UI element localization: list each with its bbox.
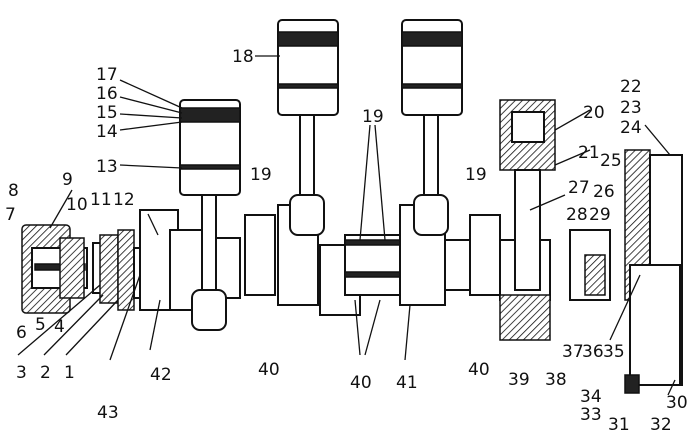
label-21: 21 [578,143,600,163]
label-9: 9 [62,170,73,190]
label-23: 23 [620,98,642,118]
label-34: 34 [580,387,602,407]
label-30: 30 [666,393,688,413]
piston-3 [401,19,463,236]
label-26: 26 [593,182,615,202]
part-labels: 1 2 3 4 5 6 7 8 9 10 11 12 13 14 15 16 1… [5,47,688,435]
label-31: 31 [608,415,630,435]
label-28: 28 [566,205,588,225]
pulley [21,224,88,314]
label-4: 4 [54,317,65,337]
label-22: 22 [620,77,642,97]
label-19: 19 [362,107,384,127]
label-18: 18 [232,47,254,67]
piston-2 [277,19,339,236]
label-7: 7 [5,205,16,225]
label-2: 2 [40,363,51,383]
label-38: 38 [545,370,567,390]
piston-4-sectioned [499,99,556,341]
label-35: 35 [603,342,625,362]
label-40: 40 [350,373,372,393]
label-37: 37 [562,342,584,362]
label-6: 6 [16,323,27,343]
label-17: 17 [96,65,118,85]
label-19: 19 [465,165,487,185]
label-5: 5 [35,315,46,335]
label-27: 27 [568,178,590,198]
label-36: 36 [582,342,604,362]
label-1: 1 [64,363,75,383]
label-12: 12 [113,190,135,210]
label-8: 8 [8,181,19,201]
label-14: 14 [96,122,118,142]
label-13: 13 [96,157,118,177]
label-15: 15 [96,103,118,123]
label-43: 43 [97,403,119,423]
label-33: 33 [580,405,602,425]
label-41: 41 [396,373,418,393]
leader-lines [17,55,676,396]
label-20: 20 [583,103,605,123]
label-16: 16 [96,84,118,104]
label-39: 39 [508,370,530,390]
label-10: 10 [66,195,88,215]
label-40: 40 [468,360,490,380]
flywheel [624,149,683,394]
label-32: 32 [650,415,672,435]
piston-1 [179,99,241,331]
label-24: 24 [620,118,642,138]
label-40: 40 [258,360,280,380]
label-25: 25 [600,151,622,171]
label-42: 42 [150,365,172,385]
label-19: 19 [250,165,272,185]
label-29: 29 [589,205,611,225]
label-11: 11 [90,190,112,210]
label-3: 3 [16,363,27,383]
